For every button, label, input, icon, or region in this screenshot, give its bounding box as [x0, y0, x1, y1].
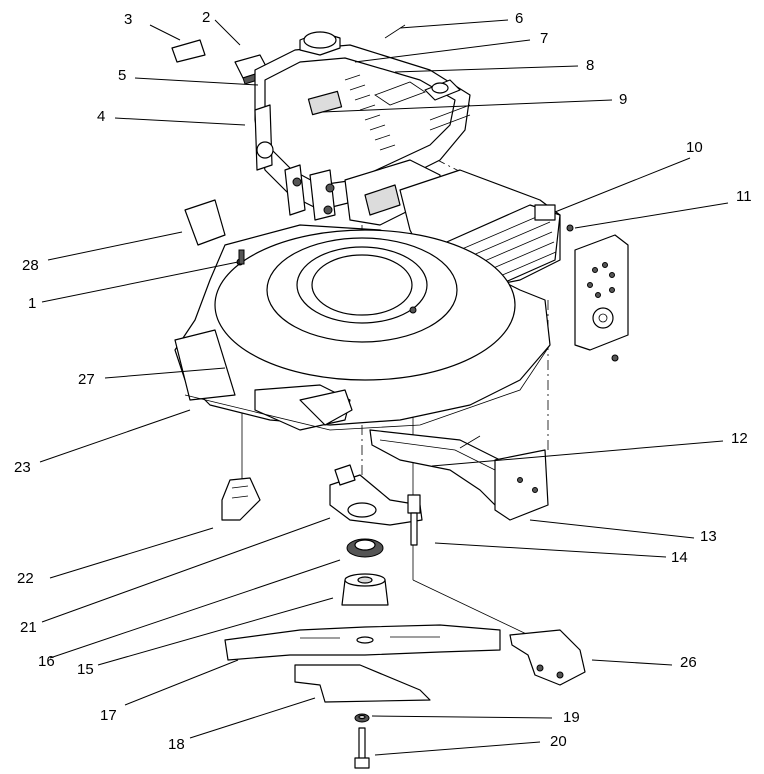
callout-1: 1 — [28, 295, 36, 312]
part-3-label — [171, 39, 206, 63]
part-20-blade-bolt — [354, 727, 370, 769]
callout-7: 7 — [540, 30, 548, 47]
part-22-bracket — [221, 477, 261, 521]
callout-18: 18 — [168, 736, 185, 753]
callout-labels: 1 2 3 4 5 6 7 8 9 10 11 12 13 14 15 16 1… — [14, 9, 752, 753]
part-18-plate — [294, 664, 431, 703]
callout-22: 22 — [17, 570, 34, 587]
callout-4: 4 — [97, 108, 105, 125]
part-1-screw — [238, 249, 245, 265]
callout-5: 5 — [118, 67, 126, 84]
callout-3: 3 — [124, 11, 132, 28]
part-27-mower-deck — [174, 224, 551, 431]
leader-lines — [39, 19, 729, 756]
callout-19: 19 — [563, 709, 580, 726]
part-19-washer — [354, 713, 370, 723]
callout-2: 2 — [202, 9, 210, 26]
part-13-rear-bracket — [494, 449, 549, 521]
callout-13: 13 — [700, 528, 717, 545]
part-12-baffle — [369, 429, 521, 511]
callout-6: 6 — [515, 10, 523, 27]
part-16-bearing — [346, 538, 384, 558]
part-14-bolt — [407, 494, 421, 546]
callout-16: 16 — [38, 653, 55, 670]
callout-8: 8 — [586, 57, 594, 74]
callout-23: 23 — [14, 459, 31, 476]
callout-26: 26 — [680, 654, 697, 671]
part-4-engine — [254, 24, 471, 226]
part-height-adjust-plate — [574, 234, 629, 351]
callout-20: 20 — [550, 733, 567, 750]
part-21-adapter — [329, 464, 423, 526]
part-17-blade — [224, 624, 501, 661]
callout-21: 21 — [20, 619, 37, 636]
callout-15: 15 — [77, 661, 94, 678]
part-26-flap — [509, 629, 586, 686]
callout-9: 9 — [619, 91, 627, 108]
part-28-decal — [184, 199, 226, 246]
callout-14: 14 — [671, 549, 688, 566]
callout-12: 12 — [731, 430, 748, 447]
callout-11: 11 — [736, 188, 752, 205]
callout-28: 28 — [22, 257, 39, 274]
callout-27: 27 — [78, 371, 95, 388]
callout-10: 10 — [686, 139, 703, 156]
part-15-blade-hub — [341, 573, 389, 606]
callout-17: 17 — [100, 707, 117, 724]
